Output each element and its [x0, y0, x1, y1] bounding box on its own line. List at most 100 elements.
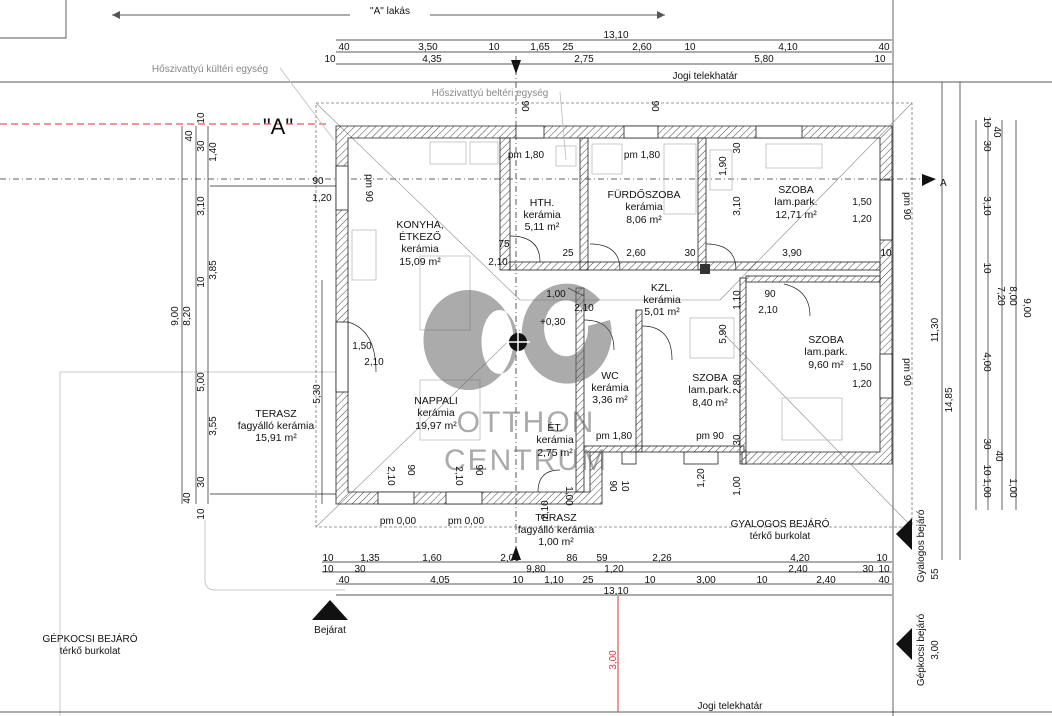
section-mark: A [940, 178, 947, 189]
dim-right-11: 10 [981, 464, 992, 476]
tag-corridor-390: 3,90 [782, 248, 802, 259]
tag-entry-h: 2,10 [540, 500, 551, 520]
dim-right-10: 40 [993, 450, 1004, 462]
tag-living-h1: 2,10 [385, 466, 396, 486]
window-wc [621, 451, 637, 465]
dim-bot-r2-0: 10 [322, 564, 334, 575]
tag-living-w2: 90 [473, 464, 484, 476]
room-nappali-name: NAPPALI [414, 395, 458, 407]
dim-top-total: 13,10 [603, 30, 628, 41]
dim-bot-r1-2: 1,60 [422, 553, 442, 564]
tag-wc-10: 10 [619, 480, 630, 492]
door-terrace [335, 321, 349, 393]
dim-left-6: 10 [196, 276, 207, 288]
dim-top-r1-8: 40 [878, 42, 890, 53]
room-terasz1-name: TERASZ [255, 408, 297, 420]
tag-szoba2-h: 1,20 [852, 379, 872, 390]
dim-right-12: 1,00 [981, 478, 992, 498]
dim-top-r1-3: 1,65 [530, 42, 550, 53]
room-wc-name: WC [601, 370, 619, 382]
dim-left-8: 8,20 [182, 306, 193, 326]
dim-top-r2-3: 5,80 [754, 54, 774, 65]
tag-bath-sill: 90 [649, 100, 660, 112]
dim-left-10: 3,55 [208, 416, 219, 436]
room-kzl-finish: kerámia [643, 294, 681, 306]
level-label: +0,30 [540, 317, 566, 328]
dim-left-7: 9,00 [170, 306, 181, 326]
room-szoba2-area: 9,60 m² [808, 359, 844, 371]
dim-bot-r1-6: 2,26 [652, 553, 672, 564]
dim-bot-r2-4: 2,40 [788, 564, 808, 575]
tag-v30b: 30 [732, 434, 743, 446]
section-arrow [922, 174, 936, 186]
tag-kitchen-w: 90 [312, 176, 324, 187]
wall-bath-room [697, 137, 707, 271]
tag-living-h2: 2,10 [453, 466, 464, 486]
dim-bot-r1-4: 86 [566, 553, 578, 564]
dim-bot-r1-0: 10 [322, 553, 334, 564]
room-terasz2-name: TERASZ [535, 512, 577, 524]
dim-top-r2-0: 10 [324, 54, 336, 65]
dim-bot-r1-5: 59 [596, 553, 608, 564]
section-arrow-top [511, 60, 521, 74]
dim-bot-r3-3: 1,10 [544, 575, 564, 586]
unit-label-bg [350, 4, 430, 18]
left-dimension-texts: 40 10 30 1,40 3,10 3,85 10 9,00 8,20 5,0… [170, 112, 323, 520]
tag-szoba1-w: 1,50 [852, 197, 872, 208]
dim-top-r2-1: 4,35 [422, 54, 442, 65]
room-et-area: 2,75 m² [537, 447, 573, 459]
tag-v190: 1,90 [718, 156, 729, 176]
dim-bot-r3-1: 4,05 [430, 575, 450, 586]
tag-pm180-wc: pm 1,80 [596, 431, 633, 442]
tag-szoba1-h: 1,20 [852, 214, 872, 225]
room-wc-area: 3,36 m² [592, 394, 628, 406]
room-konyha-area: 15,09 m² [399, 256, 441, 268]
dim-right-1: 40 [991, 126, 1002, 138]
watermark-text-1: OTTHON [457, 406, 596, 439]
pedestrian-entry-surface: térkő burkolat [750, 531, 811, 542]
dim-right-8: 4,00 [981, 352, 992, 372]
dim-bot-r2-6: 10 [878, 564, 890, 575]
room-kzl-name: KZL. [651, 282, 673, 294]
dim-bot-total: 13,10 [603, 586, 628, 597]
dim-bot-r3-7: 10 [756, 575, 768, 586]
legal-boundary-bottom-label: Jogi telekhatár [697, 701, 763, 712]
room-terasz2-area: 1,00 m² [538, 536, 574, 548]
tag-v120: 1,20 [696, 468, 707, 488]
wall-szoba2-top [745, 275, 881, 283]
window-bath [623, 125, 659, 139]
dim-right-14: 11,30 [930, 317, 941, 342]
red-distance-value: 3,00 [608, 650, 619, 670]
right-dimension-lines [941, 82, 1017, 560]
dim-bot-r1-1: 1,35 [360, 553, 380, 564]
driveway-curve [204, 520, 345, 591]
dim-bot-r3-8: 2,40 [816, 575, 836, 586]
door-swings [347, 235, 811, 493]
room-et-finish: kerámia [536, 434, 574, 446]
tag-v30a: 30 [732, 142, 743, 154]
room-nappali-finish: kerámia [417, 407, 455, 419]
dim-left-13: 10 [196, 508, 207, 520]
tag-wc-sill: 90 [607, 480, 618, 492]
column-marker [700, 264, 710, 274]
tag-pm180-bath: pm 1,80 [624, 150, 661, 161]
room-nappali-area: 19,97 m² [415, 420, 457, 432]
tag-pm000-2: pm 0,00 [448, 516, 485, 527]
heatpump-outdoor-label: Hőszivattyú kültéri egység [152, 64, 268, 75]
dim-bot-r2-5: 30 [862, 564, 874, 575]
exterior-wall [335, 125, 893, 505]
tag-szoba2-door-w: 90 [764, 289, 776, 300]
window-szoba1-side [879, 179, 893, 241]
tag-entry-w: 1,00 [563, 486, 574, 506]
tag-hth-door-w: 75 [498, 239, 510, 250]
dim-top-r1-1: 3,50 [418, 42, 438, 53]
dim-left-14: 5,30 [312, 384, 323, 404]
tag-v110: 1,10 [732, 290, 743, 310]
dim-right-3: 3,10 [981, 196, 992, 216]
dim-top-r1-5: 2,60 [632, 42, 652, 53]
dim-left-9: 5,00 [196, 372, 207, 392]
arrow-right [657, 11, 665, 19]
pedestrian-entry-label: GYALOGOS BEJÁRÓ [731, 517, 830, 530]
pedestrian-arrow [896, 518, 912, 550]
room-labels: KONYHA, ÉTKEZŐ kerámia 15,09 m² HTH. ker… [238, 184, 848, 548]
